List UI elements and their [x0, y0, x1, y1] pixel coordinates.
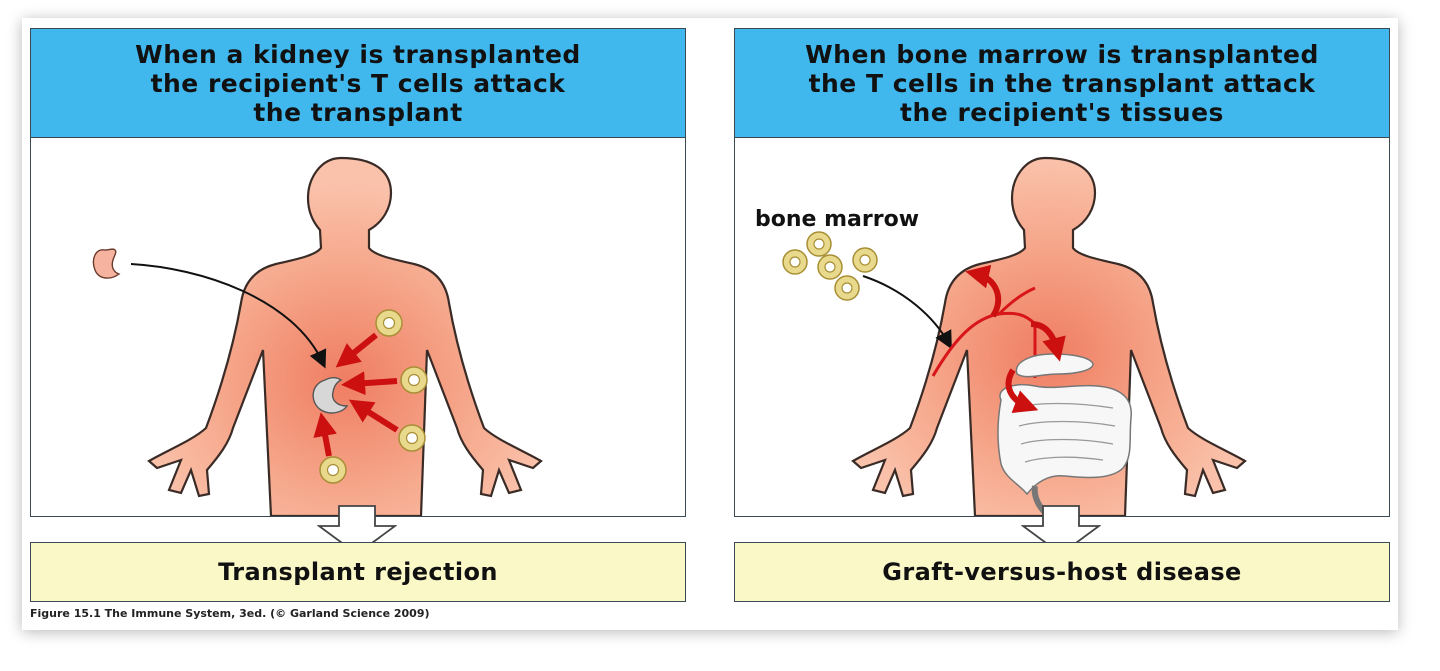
attack-arrows [965, 264, 1066, 414]
attack-arrow [965, 264, 1002, 318]
figure-caption: Figure 15.1 The Immune System, 3ed. (© G… [30, 607, 430, 620]
kidney-transplant-illustration [92, 156, 543, 516]
attack-arrow [341, 371, 398, 396]
t-cell [817, 254, 843, 280]
infusion-arrow [862, 275, 952, 350]
stomach [1015, 353, 1094, 378]
donor-kidney [92, 248, 121, 279]
t-cell [375, 309, 403, 337]
attack-arrow [313, 412, 338, 457]
figure: When a kidney is transplanted the recipi… [22, 18, 1398, 630]
t-cell [806, 231, 832, 257]
header-line: When bone marrow is transplanted [805, 39, 1319, 69]
bone-marrow-label: bone marrow [755, 207, 919, 232]
t-cell [400, 366, 428, 394]
header-line: the transplant [253, 97, 463, 127]
result-box: Transplant rejection [30, 542, 686, 602]
t-cell [852, 247, 878, 273]
attack-arrow [335, 332, 378, 368]
t-cell [319, 456, 347, 484]
illustration-area [30, 137, 686, 517]
bone-marrow-transplant-illustration: bone marrow [755, 156, 1247, 516]
human-body [147, 156, 543, 516]
header-line: When a kidney is transplanted [135, 39, 581, 69]
transplant-path-arrow [130, 263, 327, 369]
result-label: Transplant rejection [218, 558, 498, 586]
panel-header: When bone marrow is transplanted the T c… [734, 28, 1390, 138]
illustration-area: bone marrow [734, 137, 1390, 517]
transplanted-kidney [312, 377, 349, 414]
t-cells [319, 309, 428, 484]
panel-header: When a kidney is transplanted the recipi… [30, 28, 686, 138]
header-line: the T cells in the transplant attack [808, 68, 1316, 98]
down-arrow-icon [317, 505, 397, 556]
t-cell [398, 424, 426, 452]
down-arrow-icon [1021, 505, 1101, 556]
result-box: Graft-versus-host disease [734, 542, 1390, 602]
header-line: the recipient's tissues [900, 97, 1224, 127]
result-label: Graft-versus-host disease [882, 558, 1242, 586]
attack-arrow [348, 399, 399, 433]
t-cell [782, 249, 808, 275]
header-line: the recipient's T cells attack [150, 68, 566, 98]
t-cell [834, 275, 860, 301]
attack-arrows [313, 332, 399, 457]
blood-vessels [931, 286, 1037, 378]
donor-t-cells [782, 231, 878, 301]
attack-arrow [1030, 321, 1066, 362]
attack-arrow [1005, 368, 1039, 414]
